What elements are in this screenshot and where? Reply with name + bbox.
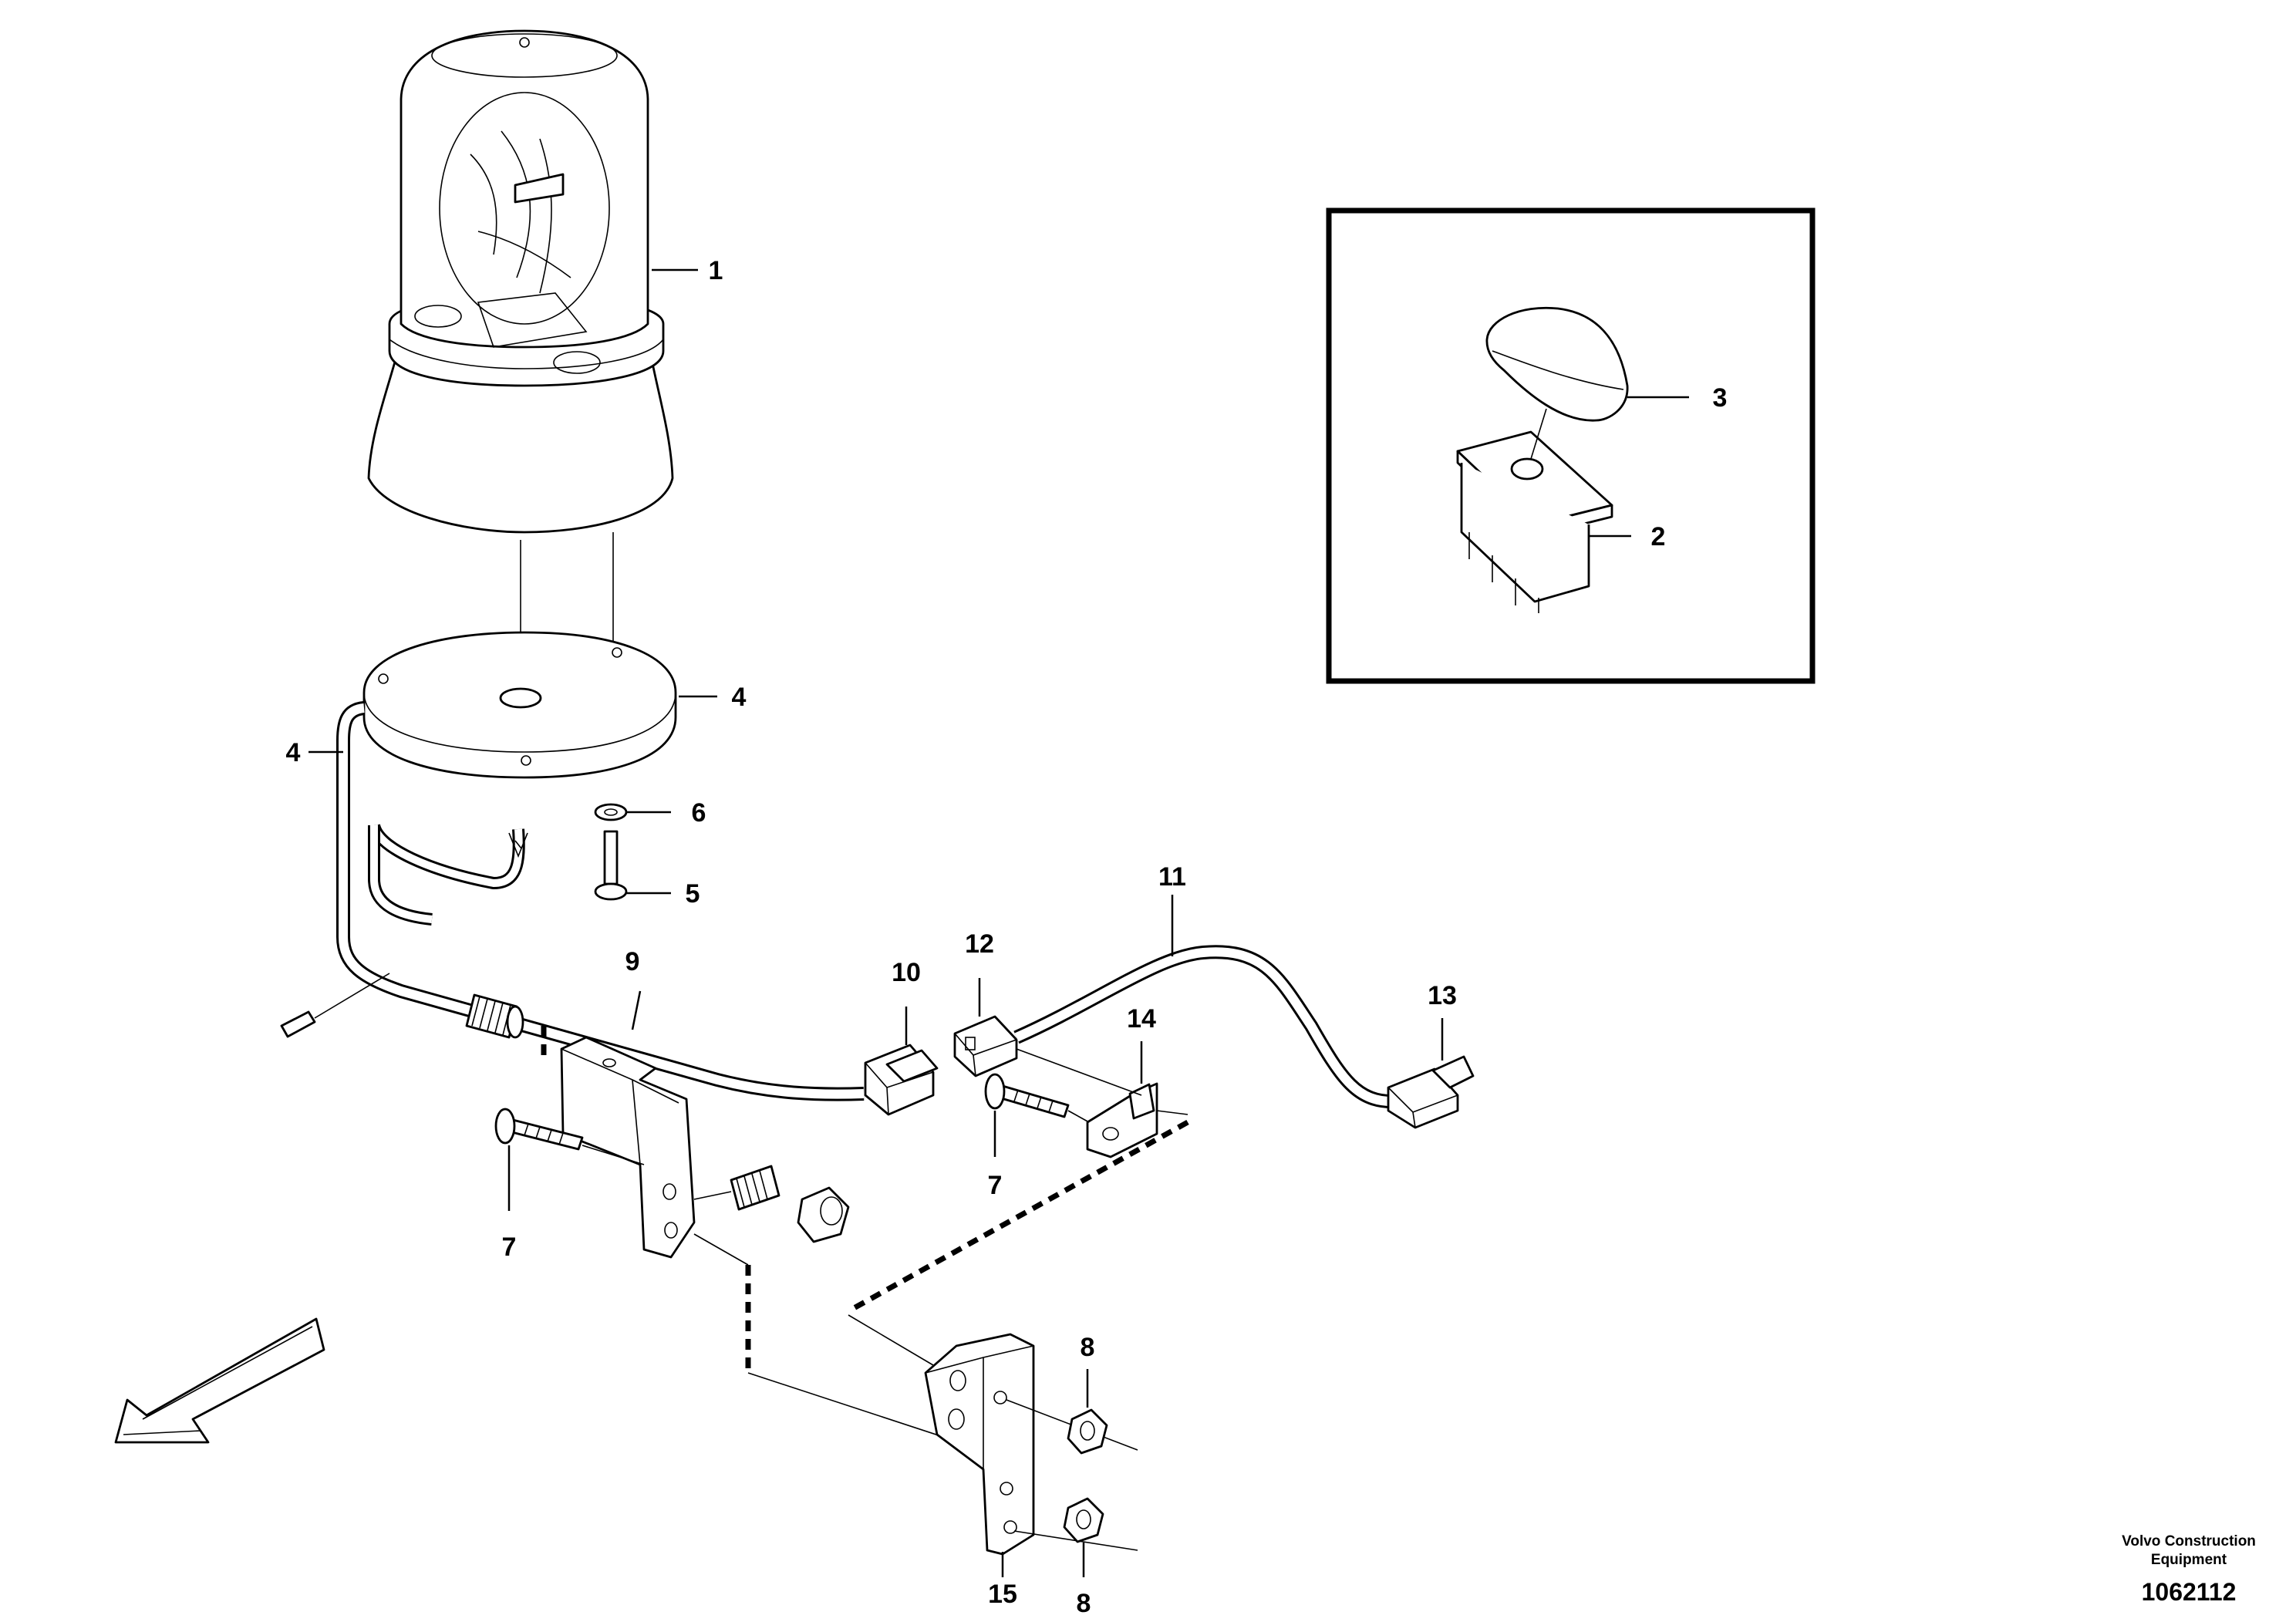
nut-8a — [1067, 1408, 1108, 1455]
callout-7b: 7 — [988, 1171, 1003, 1200]
switch-knob — [1485, 306, 1629, 422]
document-number: 1062112 — [2142, 1578, 2237, 1606]
rocker-switch-icon — [1456, 408, 1613, 613]
screw — [594, 830, 628, 901]
connector-13 — [1387, 1055, 1475, 1129]
connector-12 — [953, 1015, 1018, 1077]
callout-13: 13 — [1428, 981, 1457, 1010]
callout-2: 2 — [1651, 522, 1666, 551]
callout-1: 1 — [709, 256, 723, 285]
inset-frame — [1326, 207, 1816, 684]
direction-arrow-icon — [114, 1317, 325, 1444]
callout-12: 12 — [965, 929, 994, 959]
bracket — [560, 1036, 696, 1259]
cable-harness — [336, 701, 865, 1101]
washer — [594, 803, 628, 821]
callout-4a: 4 — [286, 738, 301, 767]
screw-7a — [494, 1108, 584, 1151]
screw-7b — [984, 1073, 1070, 1118]
credit-line-2: Equipment — [2151, 1552, 2227, 1568]
mounting-plate — [362, 631, 677, 779]
callout-5: 5 — [686, 879, 700, 909]
callout-8a: 8 — [1081, 1333, 1095, 1362]
credit-line-1: Volvo Construction — [2122, 1533, 2256, 1549]
callout-6: 6 — [692, 798, 706, 828]
callout-8b: 8 — [1077, 1589, 1091, 1618]
callout-4b: 4 — [732, 683, 747, 712]
nut-8b — [1063, 1497, 1104, 1543]
rotating-beacon-icon — [367, 29, 674, 534]
nut — [797, 1186, 850, 1243]
callout-9: 9 — [625, 947, 640, 976]
callout-10: 10 — [892, 958, 921, 987]
callout-15: 15 — [988, 1580, 1017, 1609]
spring — [730, 1165, 781, 1211]
callout-7a: 7 — [502, 1233, 517, 1262]
bracket-15 — [924, 1333, 1035, 1556]
cable-pin — [280, 973, 390, 1038]
connector-10 — [864, 1044, 939, 1116]
cable-11 — [1013, 945, 1397, 1109]
callout-14: 14 — [1127, 1004, 1156, 1034]
callout-11: 11 — [1158, 862, 1186, 892]
cable-clip — [1086, 1082, 1158, 1158]
callout-3: 3 — [1713, 383, 1728, 413]
